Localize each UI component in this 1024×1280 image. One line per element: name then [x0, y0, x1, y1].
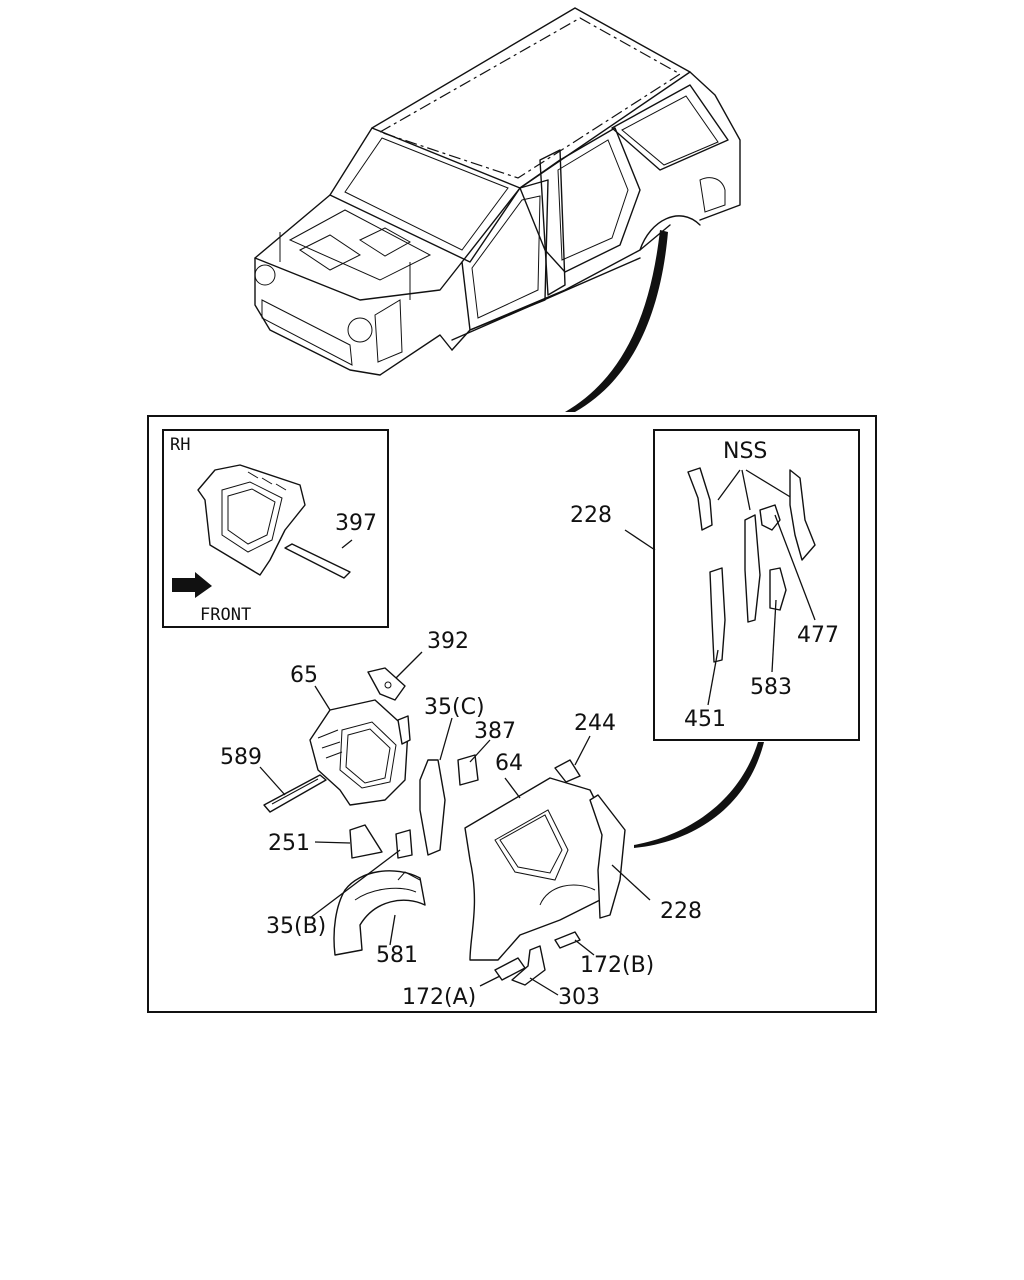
callout-65: 65 — [290, 663, 318, 688]
callout-392: 392 — [427, 629, 469, 654]
exploded-parts — [263, 667, 626, 986]
callout-581: 581 — [376, 943, 418, 968]
front-direction-arrow-icon — [172, 572, 212, 598]
callout-583: 583 — [750, 675, 792, 700]
callout-589: 589 — [220, 745, 262, 770]
callout-451: 451 — [684, 707, 726, 732]
callout-64: 64 — [495, 751, 523, 776]
callout-labels: 397 392 65 35(C) 387 244 64 589 251 35(B… — [220, 503, 839, 1010]
leader-lines — [259, 539, 651, 996]
front-direction-label: FRONT — [200, 605, 251, 625]
callout-387: 387 — [474, 719, 516, 744]
callout-251: 251 — [268, 831, 310, 856]
callout-397: 397 — [335, 511, 377, 536]
callout-172b: 172(B) — [580, 953, 654, 978]
inset-nss: NSS — [653, 429, 860, 741]
inset-nss-label: NSS — [723, 439, 767, 464]
callout-244: 244 — [574, 711, 616, 736]
callout-35c: 35(C) — [424, 695, 485, 720]
callout-228-right: 228 — [660, 899, 702, 924]
main-frame — [147, 415, 877, 1013]
reference-arrow-nss — [634, 742, 764, 848]
reference-arrow-body — [565, 230, 668, 412]
callout-477: 477 — [797, 623, 839, 648]
inset-rh: RH FRONT — [162, 429, 389, 628]
callout-303: 303 — [558, 985, 600, 1010]
callout-228-top: 228 — [570, 503, 612, 528]
inset-rh-label: RH — [170, 435, 190, 455]
vehicle-body-shell — [254, 7, 741, 376]
callout-172a: 172(A) — [402, 985, 476, 1010]
callout-35b: 35(B) — [266, 914, 326, 939]
